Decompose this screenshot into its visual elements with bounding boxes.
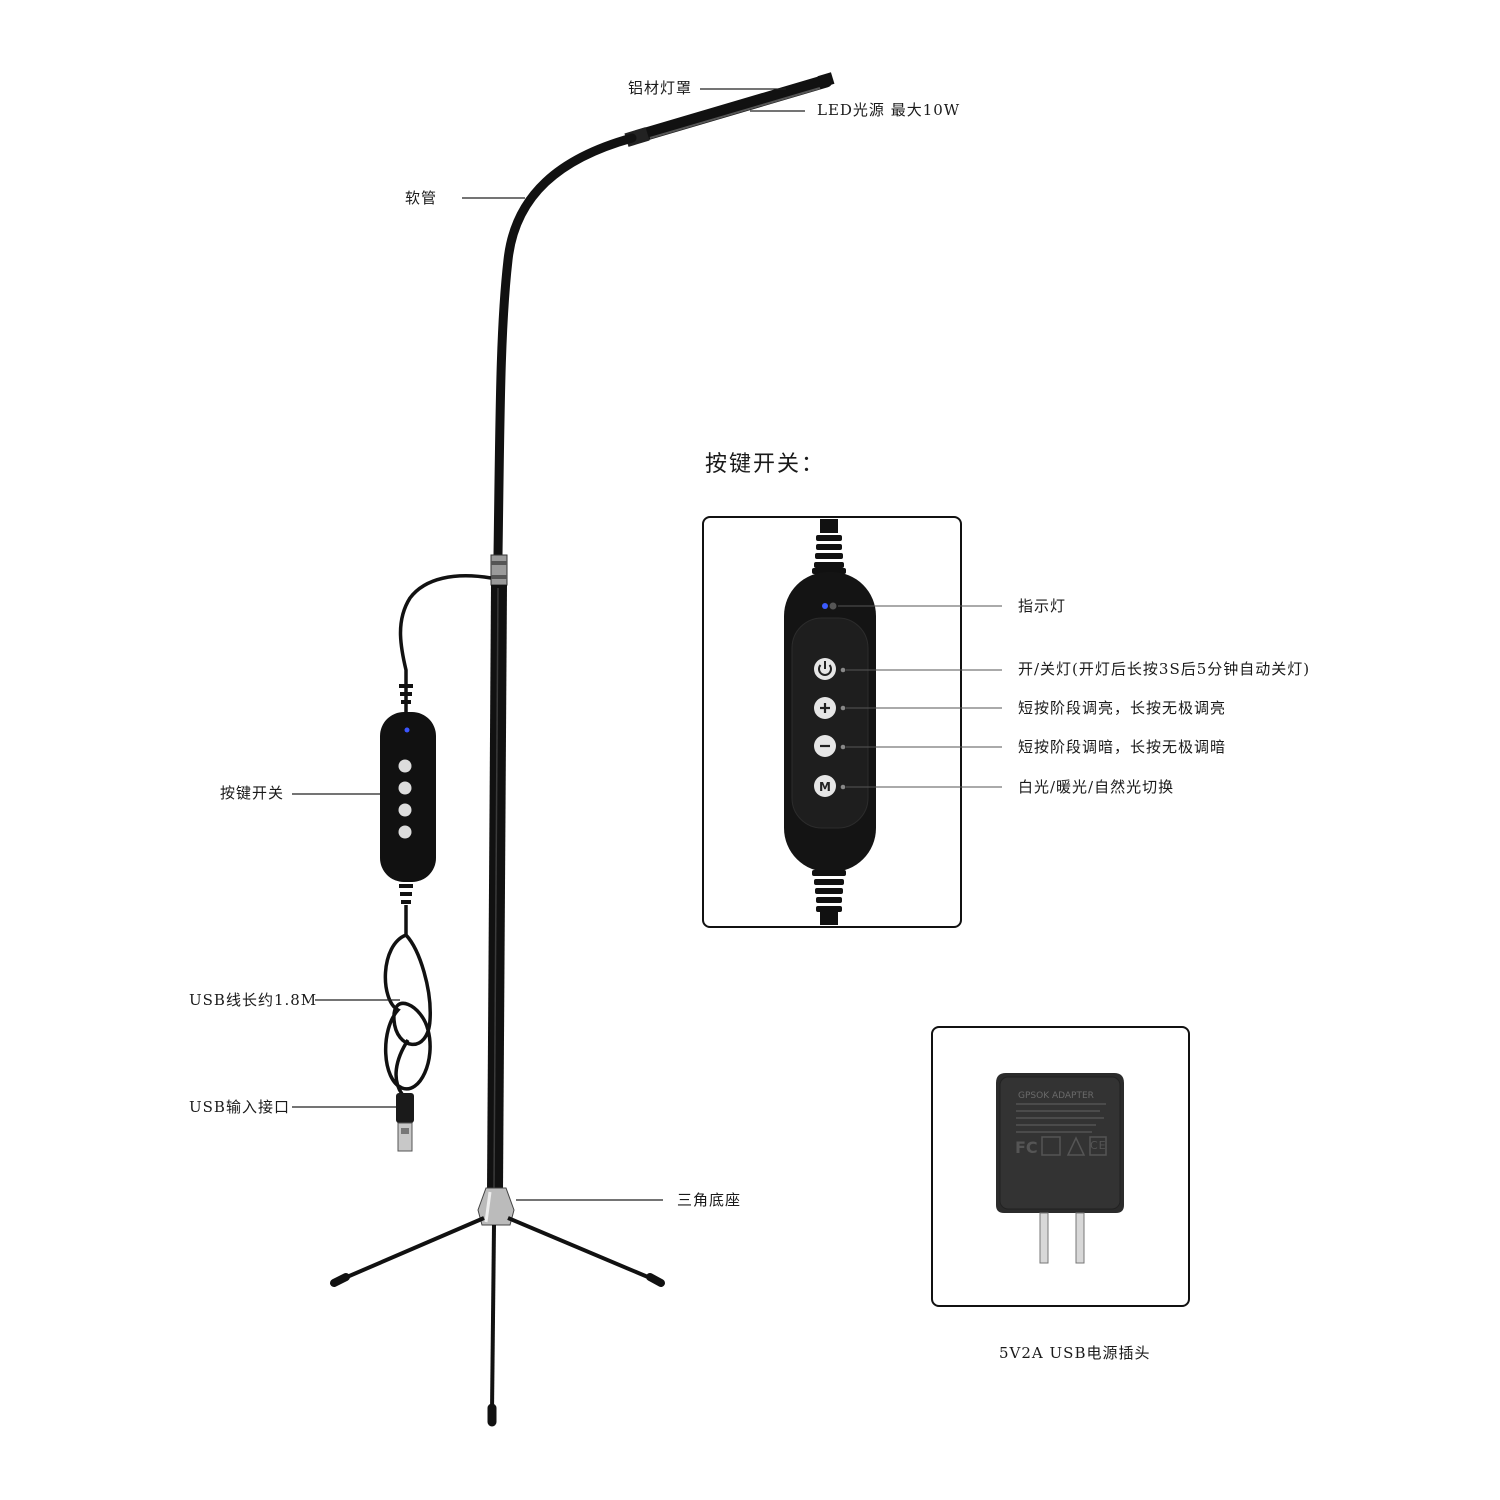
- tripod-legs: [330, 1216, 665, 1427]
- controller-buttons: [814, 658, 846, 797]
- label-usb-input: USB输入接口: [189, 1098, 290, 1116]
- mode-button-letter: M: [819, 780, 831, 794]
- label-power-button: 开/关灯(开灯后长按3S后5分钟自动关灯): [1018, 660, 1311, 678]
- panel-cable-bottom: [812, 870, 846, 925]
- label-plus-button: 短按阶段调亮，长按无极调亮: [1018, 699, 1227, 717]
- lamp-head: [624, 72, 835, 147]
- indicator-led: [822, 603, 828, 609]
- small-controller: [380, 712, 436, 882]
- adapter-frame: [931, 1026, 1190, 1307]
- label-usb-cable-length: USB线长约1.8M: [189, 991, 318, 1009]
- label-indicator: 指示灯: [1018, 597, 1067, 615]
- adapter-ce-mark: CE: [1090, 1139, 1107, 1152]
- adapter-caption: 5V2A USB电源插头: [999, 1344, 1151, 1362]
- label-mode-button: 白光/暖光/自然光切换: [1018, 778, 1175, 796]
- small-controller-buttons: [398, 759, 412, 839]
- label-tripod-base: 三角底座: [677, 1191, 742, 1209]
- tripod-collar: [477, 1187, 515, 1226]
- label-led-source: LED光源 最大10W: [817, 101, 961, 119]
- panel-heading: 按键开关：: [705, 452, 826, 477]
- usb-cable-coil: [383, 905, 432, 1096]
- usb-adapter: [996, 1073, 1124, 1264]
- leader-lines: [292, 88, 805, 1201]
- hose: [493, 133, 637, 560]
- adapter-brand-text: GPSOK ADAPTER: [1018, 1091, 1094, 1101]
- pole: [487, 585, 507, 1190]
- label-button-switch: 按键开关: [220, 784, 285, 802]
- adapter-fc-mark: FC: [1015, 1138, 1038, 1157]
- pole-connector: [490, 554, 508, 586]
- panel-cable-top: [812, 519, 846, 574]
- controller-cable-upper: [398, 574, 492, 712]
- label-aluminum-shade: 铝材灯罩: [628, 79, 693, 97]
- button-panel-frame: [702, 516, 962, 928]
- panel-leader-lines: [838, 605, 1002, 788]
- label-hose: 软管: [405, 189, 438, 207]
- label-minus-button: 短按阶段调暗，长按无极调暗: [1018, 738, 1227, 756]
- usb-plug: [396, 1093, 414, 1152]
